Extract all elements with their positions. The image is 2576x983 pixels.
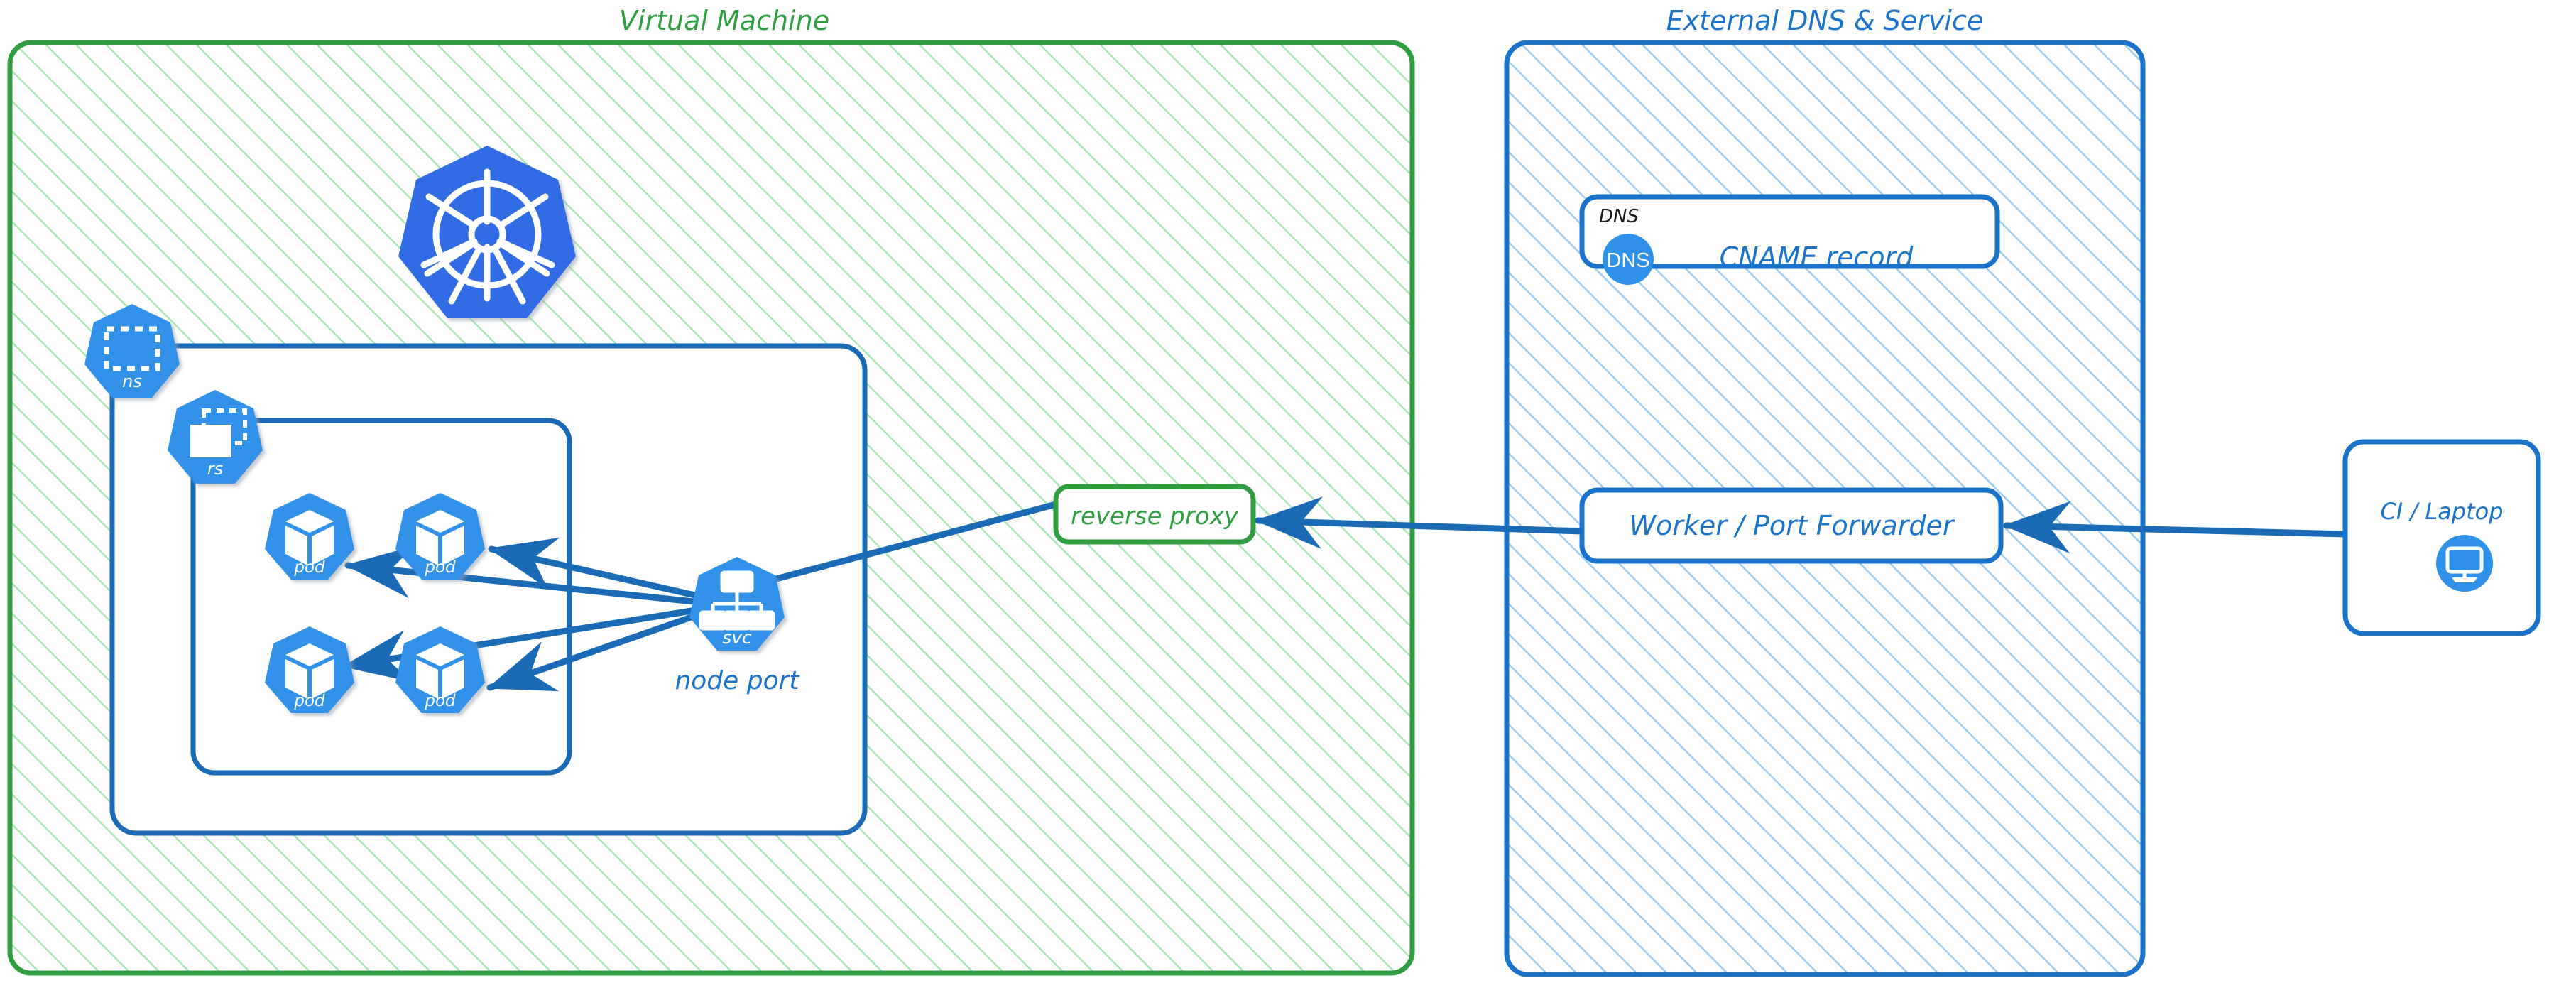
- reverse-proxy-box[interactable]: reverse proxy: [1053, 484, 1256, 545]
- service-icon: svc: [689, 557, 785, 651]
- pod-3-label: pod: [293, 692, 325, 710]
- pod-cube-glyph: [416, 643, 464, 699]
- pod-cube-glyph: [285, 510, 334, 565]
- reverse-proxy-box-body[interactable]: [1053, 484, 1256, 545]
- pod-4-label: pod: [424, 692, 456, 710]
- arrow-reverse-proxy-to-svc: [765, 501, 1059, 585]
- arrow-ci-laptop-to-worker: [2003, 501, 2349, 554]
- dns-badge-icon: [1603, 234, 1654, 285]
- monitor-icon: [2436, 535, 2493, 592]
- reverse-proxy-label: reverse proxy: [1071, 502, 1239, 531]
- service-tree-glyph: [699, 570, 775, 631]
- connection-arrows: [342, 496, 2349, 692]
- arrow-svc-to-pod-4: [486, 606, 717, 692]
- replicaset-icon-label: rs: [207, 459, 223, 479]
- ci-laptop-box-body[interactable]: [2342, 439, 2541, 636]
- pod-1-label: pod: [293, 558, 325, 577]
- ci-laptop-label: CI / Laptop: [2380, 498, 2503, 525]
- ext-group-title: External DNS & Service: [1666, 5, 1983, 36]
- cname-record-box[interactable]: DNS DNS CNAME record: [1579, 194, 2000, 285]
- node-port-label: node port: [675, 666, 800, 695]
- replicaset-container-box: [190, 418, 572, 776]
- pod-1-icon: pod: [265, 493, 354, 580]
- dns-type-label: DNS: [1599, 206, 1639, 227]
- pod-cube-glyph: [285, 643, 334, 699]
- namespace-icon-label: ns: [122, 371, 142, 391]
- replicaset-icon: rs: [168, 390, 263, 484]
- vm-group-title: Virtual Machine: [619, 5, 829, 36]
- kubernetes-logo-icon: [398, 146, 576, 318]
- cname-record-box-body[interactable]: [1579, 194, 2000, 269]
- worker-port-forwarder-label: Worker / Port Forwarder: [1629, 510, 1955, 541]
- pod-4-icon: pod: [395, 626, 485, 713]
- dns-badge-text: DNS: [1606, 249, 1649, 272]
- cname-record-label: CNAME record: [1720, 241, 1914, 273]
- service-icon-label: svc: [722, 627, 752, 648]
- pod-cube-glyph: [416, 510, 464, 565]
- namespace-icon: ns: [84, 304, 180, 398]
- pod-2-label: pod: [424, 558, 456, 577]
- ci-laptop-box[interactable]: CI / Laptop: [2342, 439, 2541, 636]
- worker-port-forwarder-box-body[interactable]: [1579, 487, 2004, 564]
- pod-3-icon: pod: [265, 626, 354, 713]
- pod-2-icon: pod: [395, 493, 485, 580]
- worker-port-forwarder-box[interactable]: Worker / Port Forwarder: [1579, 487, 2004, 564]
- arrow-worker-to-reverse-proxy: [1255, 496, 1586, 549]
- arrow-svc-to-pod-2: [488, 537, 717, 603]
